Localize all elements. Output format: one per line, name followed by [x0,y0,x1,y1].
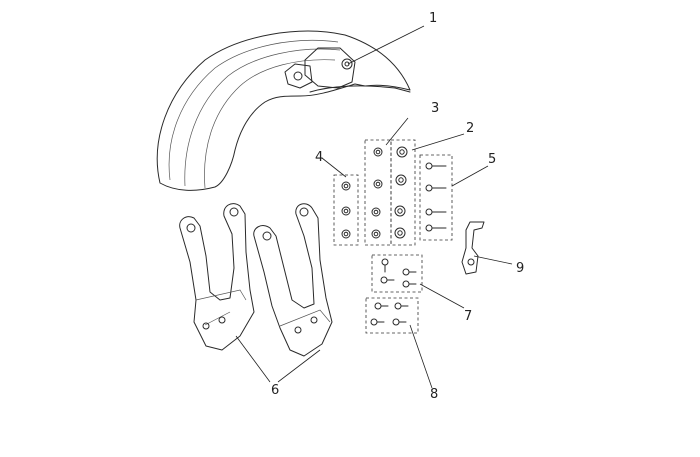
callout-7: 7 [464,309,472,324]
hardware-group-8 [365,297,419,334]
hardware-group-2 [390,139,416,246]
cable-clip-bracket [461,221,485,275]
hardware-group-7 [371,254,423,293]
callout-4: 4 [315,150,323,165]
callout-5: 5 [488,152,496,167]
callout-1: 1 [429,11,437,26]
fender-bracket-left [179,203,255,351]
callout-8: 8 [430,387,438,402]
callout-labels: 1 2 3 4 5 6 7 8 9 [271,11,524,402]
hardware-group-3 [364,139,392,246]
hardware-group-5 [419,154,453,241]
callout-9: 9 [516,261,524,276]
fender [156,30,411,191]
fender-bracket-right [253,203,333,357]
hardware-group-4 [333,174,359,246]
callout-2: 2 [466,121,474,136]
callout-6: 6 [271,383,279,398]
leader-lines [235,25,513,389]
callout-3: 3 [431,101,439,116]
